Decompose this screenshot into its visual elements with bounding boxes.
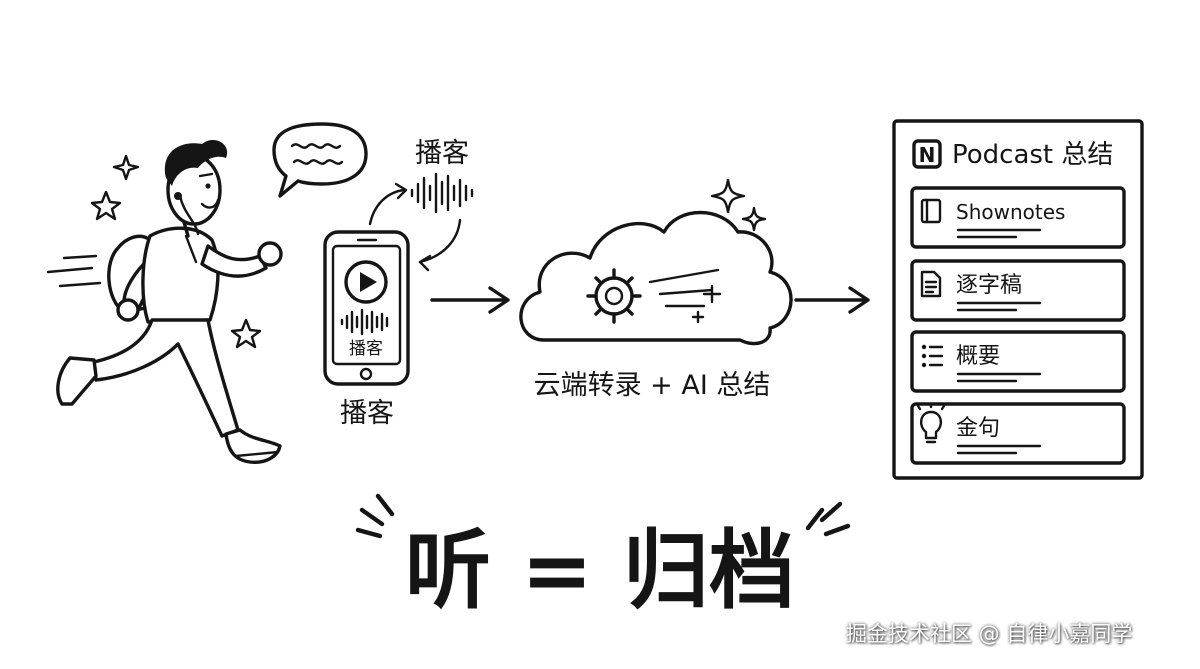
card-item-label: Shownotes: [956, 200, 1065, 224]
headline: 听 = 归档: [355, 493, 851, 621]
phone-caption: 播客: [340, 398, 394, 429]
phone-screen-label: 播客: [349, 339, 383, 359]
phone: 播客 播客 播客: [323, 138, 474, 429]
back-fist: [116, 298, 140, 322]
card-item-label: 概要: [956, 344, 1000, 369]
list-icon: [921, 344, 944, 368]
sound-wave-icon: [410, 172, 474, 214]
notion-card-title: Podcast 总结: [952, 140, 1113, 170]
emphasis-marks-right: [805, 501, 851, 537]
star-sparkles: [90, 154, 262, 349]
cloud-shape: [519, 210, 793, 346]
arrow-right-icon: [794, 286, 870, 314]
watermark: 掘金技术社区 @ 自律小嘉同学: [846, 622, 1133, 646]
card-item-label: 金句: [956, 416, 1000, 441]
headline-text: 听 = 归档: [405, 521, 795, 621]
sparkles-icon: [691, 284, 722, 324]
phone-body: [323, 230, 410, 386]
back-shoe: [56, 356, 98, 406]
hair: [164, 139, 228, 186]
front-fist: [257, 241, 283, 267]
phone-floating-label: 播客: [415, 138, 469, 169]
speed-lines: [46, 254, 102, 288]
cloud: 云端转录 + AI 总结: [519, 178, 793, 401]
card-item-summary: 概要: [910, 330, 1126, 393]
card-item-quotes: 金句: [910, 402, 1126, 465]
speed-lines-icon: [648, 268, 720, 308]
card-item-shownotes: Shownotes: [910, 186, 1126, 249]
card-item-transcript: 逐字稿: [910, 259, 1126, 322]
torso: [141, 226, 220, 324]
cloud-caption: 云端转录 + AI 总结: [534, 370, 771, 401]
lightbulb-icon: [916, 402, 946, 444]
front-shoe: [224, 428, 282, 464]
gear-icon: [586, 268, 642, 324]
notion-card: N Podcast 总结 Shownotes 逐字稿: [892, 119, 1144, 480]
legs: [92, 318, 240, 438]
runner-figure: [46, 139, 283, 464]
notion-card-frame: [892, 119, 1144, 480]
card-item-label: 逐字稿: [956, 273, 1022, 298]
notebook-icon: [920, 198, 942, 224]
svg-text:N: N: [919, 143, 936, 167]
notion-logo-icon: N: [912, 139, 942, 169]
document-icon: [920, 270, 942, 298]
emphasis-marks-left: [355, 493, 395, 539]
arrow-right-icon: [430, 286, 510, 314]
earphone-icon: [174, 192, 182, 200]
speech-bubble-icon: [272, 122, 368, 198]
